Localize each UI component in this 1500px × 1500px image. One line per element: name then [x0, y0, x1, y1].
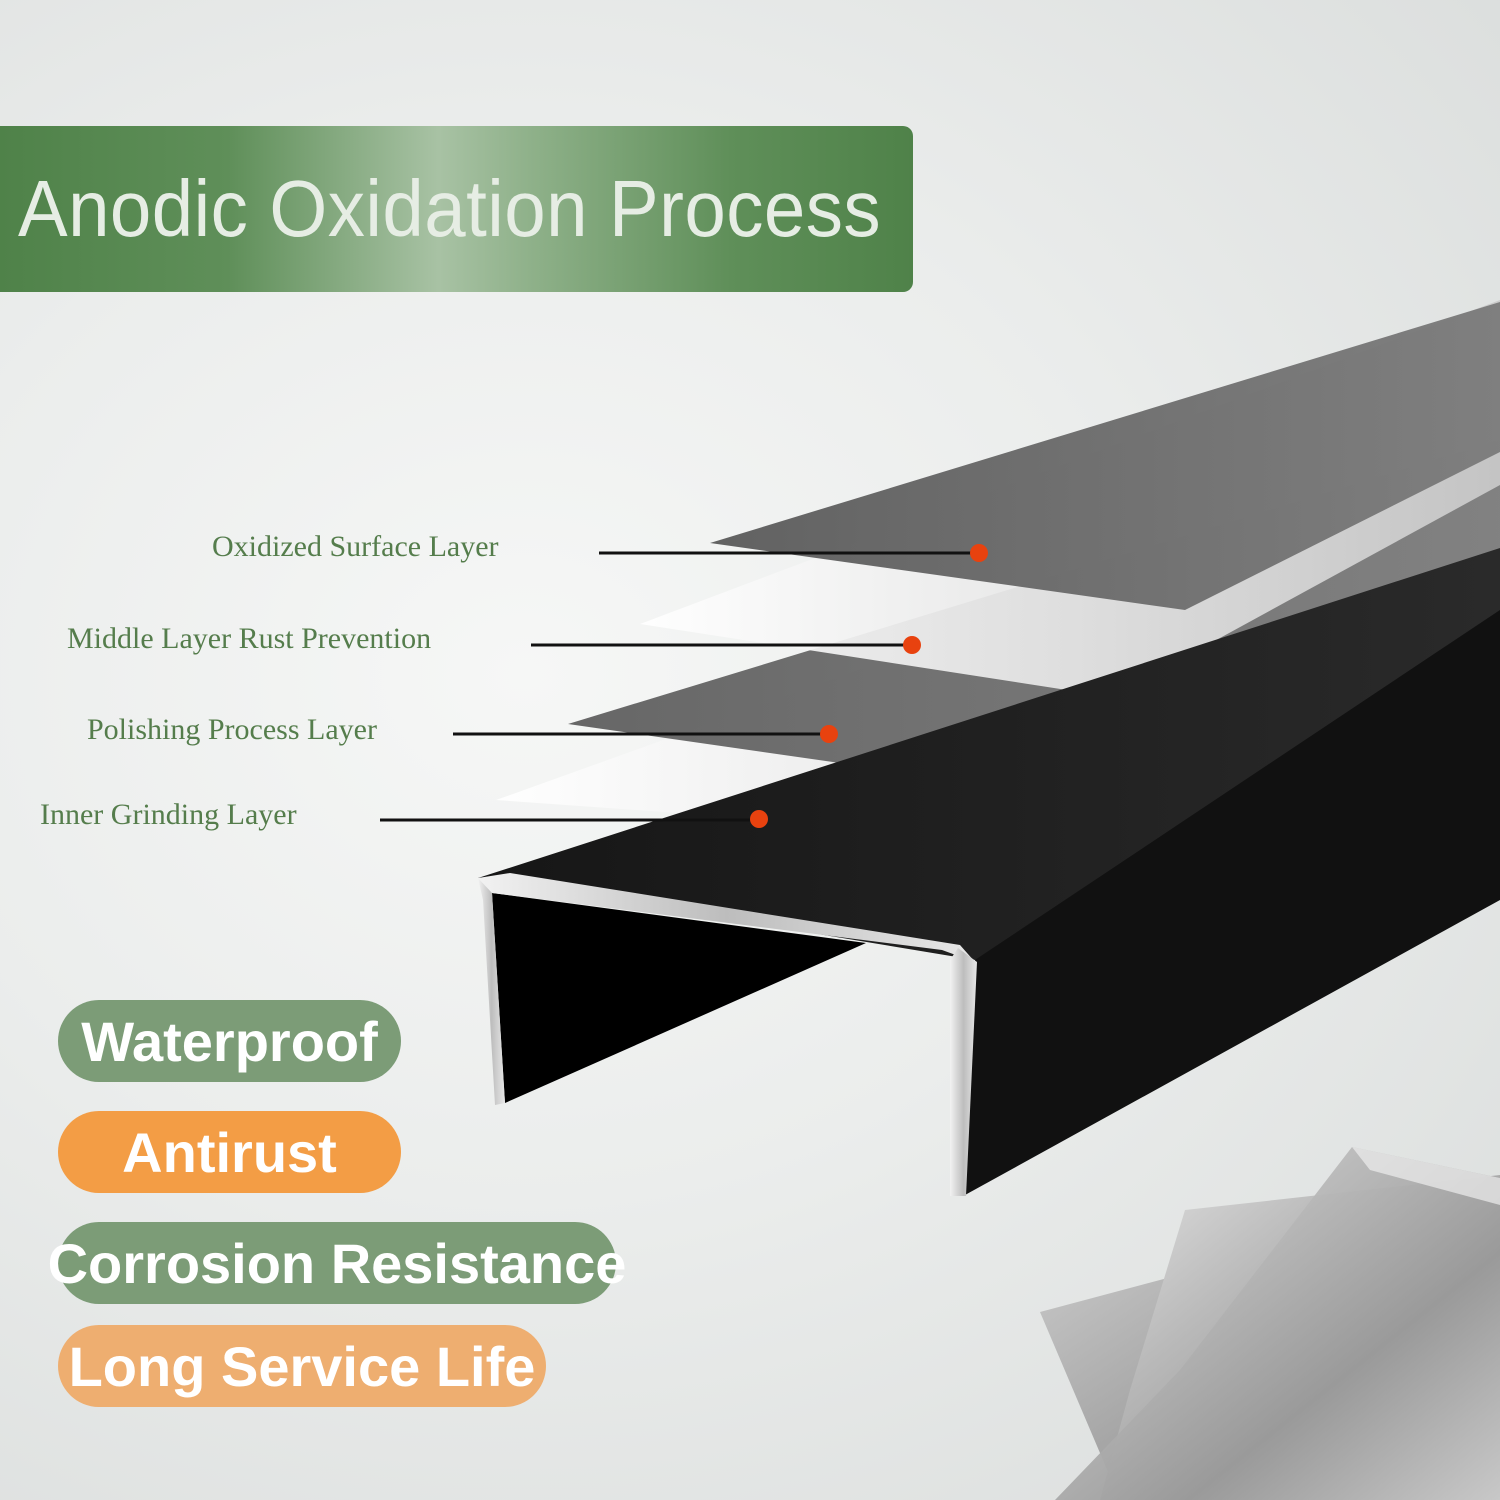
feature-label: Corrosion Resistance	[47, 1231, 627, 1295]
feature-label: Waterproof	[81, 1009, 378, 1073]
layer-label-middle: Middle Layer Rust Prevention	[67, 622, 432, 655]
pointer-dot-2	[903, 636, 921, 654]
feature-badge-antirust: Antirust	[58, 1111, 401, 1193]
oxidized-layer-sheet	[710, 302, 1500, 610]
feature-badge-waterproof: Waterproof	[58, 1000, 401, 1082]
feature-badge-long-service-life: Long Service Life	[58, 1325, 546, 1407]
layer-label-inner: Inner Grinding Layer	[40, 798, 297, 831]
feature-badge-corrosion-resistance: Corrosion Resistance	[48, 1222, 626, 1304]
layer-label-oxidized: Oxidized Surface Layer	[212, 530, 499, 563]
feature-label: Antirust	[122, 1120, 337, 1184]
layer-stack	[496, 300, 1500, 826]
u-channel-profile	[478, 548, 1500, 1196]
pointer-dot-4	[750, 810, 768, 828]
page-title: Anodic Oxidation Process	[18, 164, 882, 253]
pointer-dot-1	[970, 544, 988, 562]
feature-label: Long Service Life	[68, 1334, 536, 1398]
title-banner: Anodic Oxidation Process	[0, 126, 913, 292]
layer-label-polishing: Polishing Process Layer	[87, 713, 377, 746]
pointer-lines	[380, 544, 988, 828]
pointer-dot-3	[820, 725, 838, 743]
aluminum-sheets	[1040, 1147, 1500, 1500]
